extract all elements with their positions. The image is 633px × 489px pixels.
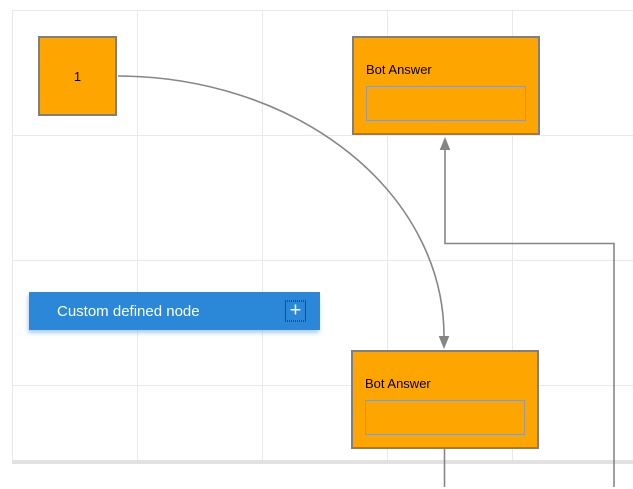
node-number-1-label: 1: [73, 68, 82, 84]
custom-node-label: Custom defined node: [57, 302, 200, 320]
node-bot-answer-bottom[interactable]: Bot Answer: [351, 350, 539, 449]
bot-answer-title: Bot Answer: [365, 376, 431, 391]
bot-answer-input[interactable]: [365, 400, 525, 435]
node-number-1[interactable]: 1: [38, 36, 117, 116]
node-custom-defined[interactable]: Custom defined node +: [29, 292, 320, 330]
bot-answer-input[interactable]: [366, 86, 526, 121]
plus-icon: +: [289, 299, 302, 321]
bot-answer-title: Bot Answer: [366, 62, 432, 77]
node-bot-answer-top[interactable]: Bot Answer: [352, 36, 540, 135]
add-port-button[interactable]: +: [285, 299, 306, 322]
connector-curve[interactable]: [117, 75, 445, 337]
connector-orthogonal[interactable]: [444, 150, 615, 487]
